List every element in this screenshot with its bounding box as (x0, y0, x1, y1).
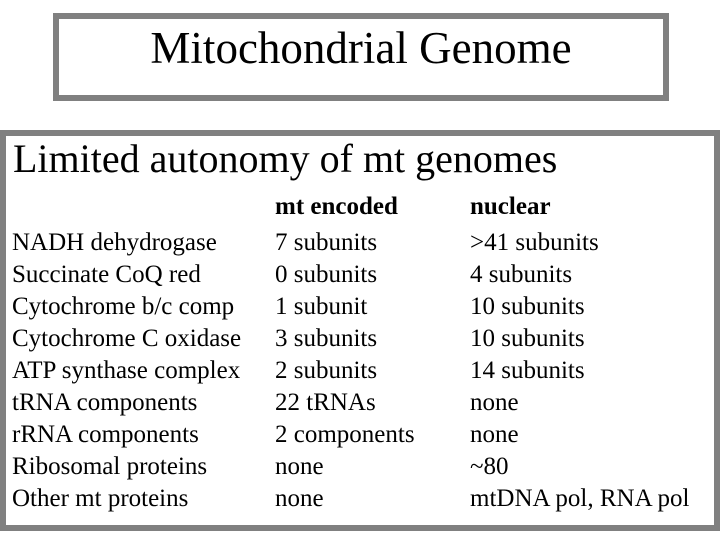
slide-title-box: Mitochondrial Genome (53, 13, 669, 101)
column-header-mt-encoded: mt encoded (275, 193, 398, 220)
mt-encoded-value: 7 subunits (275, 229, 378, 256)
slide-title: Mitochondrial Genome (150, 23, 572, 73)
nuclear-value: 14 subunits (470, 357, 585, 384)
row-label: Cytochrome C oxidase (12, 325, 242, 352)
mt-encoded-value: none (275, 453, 324, 480)
nuclear-value: >41 subunits (470, 229, 599, 256)
mt-encoded-value: 3 subunits (275, 325, 378, 352)
mt-encoded-value: none (275, 485, 324, 512)
row-label: tRNA components (12, 389, 198, 416)
nuclear-value: 10 subunits (470, 293, 585, 320)
genome-table: mt encoded nuclear NADH dehydrogase 7 su… (12, 191, 714, 515)
mt-encoded-value: 22 tRNAs (275, 389, 376, 416)
column-header-label (12, 191, 275, 227)
section-heading: Limited autonomy of mt genomes (13, 136, 558, 181)
row-label: Succinate CoQ red (12, 261, 201, 288)
row-label: Cytochrome b/c comp (12, 293, 235, 320)
nuclear-value: mtDNA pol, RNA pol (470, 485, 690, 512)
column-header-nuclear: nuclear (470, 193, 551, 220)
mt-encoded-value: 2 components (275, 421, 415, 448)
row-label: rRNA components (12, 421, 199, 448)
nuclear-value: 4 subunits (470, 261, 573, 288)
row-label: ATP synthase complex (12, 357, 241, 384)
mt-encoded-value: 0 subunits (275, 261, 378, 288)
row-label: Ribosomal proteins (12, 453, 208, 480)
content-box: Limited autonomy of mt genomes mt encode… (0, 130, 720, 531)
row-label: NADH dehydrogase (12, 229, 217, 256)
mt-encoded-value: 2 subunits (275, 357, 378, 384)
row-label: Other mt proteins (12, 485, 189, 512)
nuclear-value: ~80 (470, 453, 509, 480)
nuclear-value: none (470, 421, 519, 448)
mt-encoded-value: 1 subunit (275, 293, 368, 320)
nuclear-value: none (470, 389, 519, 416)
nuclear-value: 10 subunits (470, 325, 585, 352)
